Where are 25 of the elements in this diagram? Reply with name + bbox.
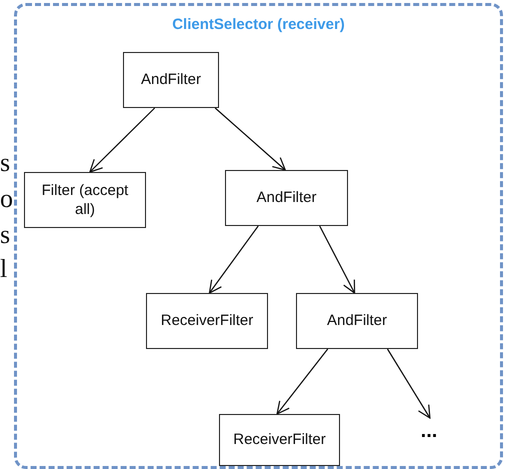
process-box xyxy=(296,293,418,349)
arrow xyxy=(319,226,356,294)
box-label: AndFilter xyxy=(326,311,388,331)
box-label: ReceiverFilter xyxy=(160,311,254,331)
box-label: Filter (accept all) xyxy=(40,180,130,220)
text-fragment: l xyxy=(0,256,8,282)
arrow xyxy=(276,348,328,415)
process-box xyxy=(225,170,348,226)
box-label: ReceiverFilter xyxy=(233,430,326,450)
group-frame xyxy=(14,3,503,469)
text-fragment: s xyxy=(0,222,10,248)
arrow xyxy=(214,108,286,171)
process-box xyxy=(219,414,340,466)
arrow xyxy=(386,348,430,419)
box-label: AndFilter xyxy=(256,188,317,208)
process-box xyxy=(24,172,146,228)
group-title: ClientSelector (receiver) xyxy=(171,16,346,33)
arrow xyxy=(208,226,259,294)
text-fragment: s xyxy=(0,150,10,176)
process-box xyxy=(146,293,268,349)
text-fragment: o xyxy=(0,186,13,212)
process-box xyxy=(123,52,219,108)
box-label: AndFilter xyxy=(140,70,202,90)
ellipsis-text: ... xyxy=(420,421,438,441)
arrow xyxy=(89,108,156,173)
